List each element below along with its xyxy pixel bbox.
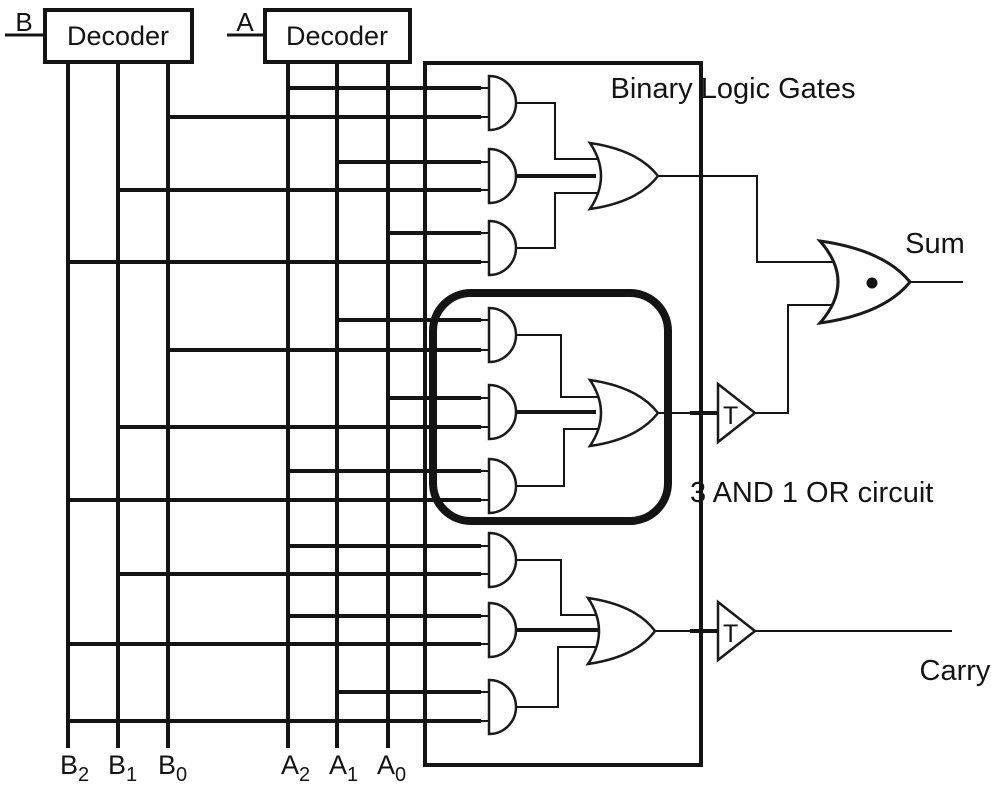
and-gate-8 [487,601,518,659]
t-buffer-carry [716,599,758,663]
and-gate-9 [487,678,518,736]
t-buffer-sum-label: T [723,402,738,430]
sum-gate [816,238,912,326]
or-gate-2 [587,378,660,448]
t-buffer-carry-label: T [723,620,738,648]
output-wires [655,175,963,633]
and-gate-2 [487,147,518,205]
and-input-wires [68,86,494,723]
and-gates [487,74,518,736]
and-gate-1 [487,74,518,132]
and-gate-7 [487,531,518,589]
or-gate-1 [587,141,660,211]
wire-and7-or3 [516,559,602,616]
wire-and3-or1 [516,192,604,249]
diagram-title: Binary Logic Gates [610,73,855,105]
decoder-a-box [263,8,412,64]
bus-label-a0: A0 [377,750,406,786]
decoder-b-label: Decoder [67,21,169,51]
wire-and4-or2 [516,334,604,398]
t-buffers [716,381,758,663]
and-gate-4 [487,306,518,364]
carry-output-label: Carry [920,655,991,687]
bus-labels: B2 B1 B0 A2 A1 A0 [60,750,406,786]
bus-label-b2: B2 [60,750,89,786]
decoder-b-box [43,8,194,64]
and-gate-6 [487,457,518,515]
wire-or1-sumgate [658,175,850,263]
and-gate-5 [487,383,518,441]
t-buffer-sum [716,381,758,445]
bus-label-b1: B1 [108,750,137,786]
or-gate-3 [585,596,657,666]
or-gates [585,141,660,666]
and-to-or-wires [516,102,604,708]
bus-label-a2: A2 [281,750,310,786]
input-label-b: B [15,7,32,37]
bus-label-b0: B0 [158,750,187,786]
decoder-output-buses [66,62,390,748]
highlight-annotation: 3 AND 1 OR circuit [690,477,933,509]
wire-and1-or1 [516,102,604,160]
and-gate-3 [487,219,518,277]
three-and-one-or-highlight-box [429,289,672,525]
bus-label-a1: A1 [329,750,358,786]
input-label-a: A [236,7,254,37]
and-input-stubs [480,87,494,722]
decoder-a-label: Decoder [286,21,388,51]
sum-output-label: Sum [905,228,965,260]
sum-gate-dot [866,277,878,289]
wire-buffer-sumgate [755,304,850,414]
wire-and9-or3 [516,646,602,708]
sum-gate-body [816,238,912,326]
wire-and6-or2 [516,428,604,487]
